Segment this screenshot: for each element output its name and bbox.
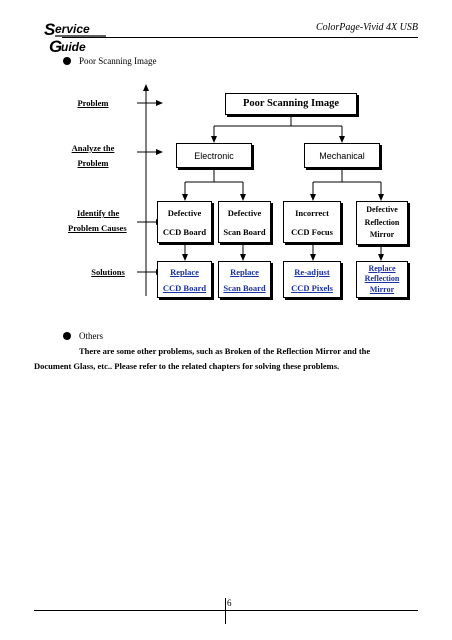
svg-text:uide: uide — [61, 40, 86, 54]
category-mechanical-box: Mechanical — [304, 143, 380, 168]
solution-line: Replace — [368, 263, 396, 273]
section-title-others: Others — [79, 331, 103, 341]
cause-line: Defective — [167, 207, 202, 218]
document-title: ColorPage-Vivid 4X USB — [315, 22, 418, 33]
header-divider — [62, 37, 418, 38]
cause-line: Reflection — [364, 217, 400, 227]
service-guide-logo: S ervice G uide — [44, 20, 106, 56]
cause-defective-ccd-board: Defective CCD Board — [157, 201, 212, 243]
solution-line: CCD Board — [162, 282, 207, 293]
bullet-icon — [63, 57, 71, 65]
footer-center-tick — [225, 598, 226, 624]
solution-line: CCD Pixels — [291, 282, 333, 293]
section-title-poor-scanning: Poor Scanning Image — [79, 56, 157, 66]
row-label-analyze-line2: Problem — [77, 158, 109, 168]
page-number: 6 — [227, 598, 232, 608]
row-label-analyze-line1: Analyze the — [71, 143, 115, 153]
row-label-identify-line2: Problem Causes — [68, 223, 127, 233]
solution-replace-ccd-board-link[interactable]: Replace CCD Board — [157, 261, 212, 298]
svg-text:ervice: ervice — [55, 22, 90, 36]
solution-line: Scan Board — [223, 282, 266, 293]
cause-line: CCD Board — [162, 226, 207, 237]
cause-defective-reflection-mirror: Defective Reflection Mirror — [356, 201, 408, 245]
cause-line: Defective — [227, 207, 262, 218]
root-problem-box: Poor Scanning Image — [225, 93, 357, 115]
solution-line: Re-adjust — [294, 266, 330, 277]
cause-line: Incorrect — [295, 207, 329, 218]
row-label-problem: Problem — [77, 98, 109, 108]
solution-line: Replace — [230, 266, 259, 277]
solution-line: Reflection — [364, 274, 400, 284]
svg-text:S: S — [44, 20, 56, 39]
svg-text:G: G — [49, 37, 62, 56]
others-paragraph-line2: Document Glass, etc.. Please refer to th… — [34, 361, 340, 371]
bullet-icon — [63, 332, 71, 340]
cause-incorrect-ccd-focus: Incorrect CCD Focus — [283, 201, 341, 243]
row-label-analyze: Analyze the Problem — [68, 141, 118, 171]
footer-divider — [34, 610, 418, 611]
solution-line: Mirror — [369, 284, 395, 294]
cause-line: Defective — [366, 205, 398, 215]
row-label-solutions: Solutions — [91, 267, 125, 277]
solution-replace-reflection-mirror-link[interactable]: Replace Reflection Mirror — [356, 261, 408, 298]
row-label-identify: Identify the Problem Causes — [68, 206, 140, 236]
cause-line: CCD Focus — [291, 226, 333, 237]
category-electronic-box: Electronic — [176, 143, 252, 168]
solution-line: Replace — [170, 266, 199, 277]
cause-line: Mirror — [369, 230, 395, 240]
others-paragraph-line1: There are some other problems, such as B… — [79, 346, 371, 356]
solution-readjust-ccd-pixels-link[interactable]: Re-adjust CCD Pixels — [283, 261, 341, 298]
row-label-identify-line1: Identify the — [77, 208, 120, 218]
cause-line: Scan Board — [223, 226, 266, 237]
solution-replace-scan-board-link[interactable]: Replace Scan Board — [218, 261, 271, 298]
cause-defective-scan-board: Defective Scan Board — [218, 201, 271, 243]
